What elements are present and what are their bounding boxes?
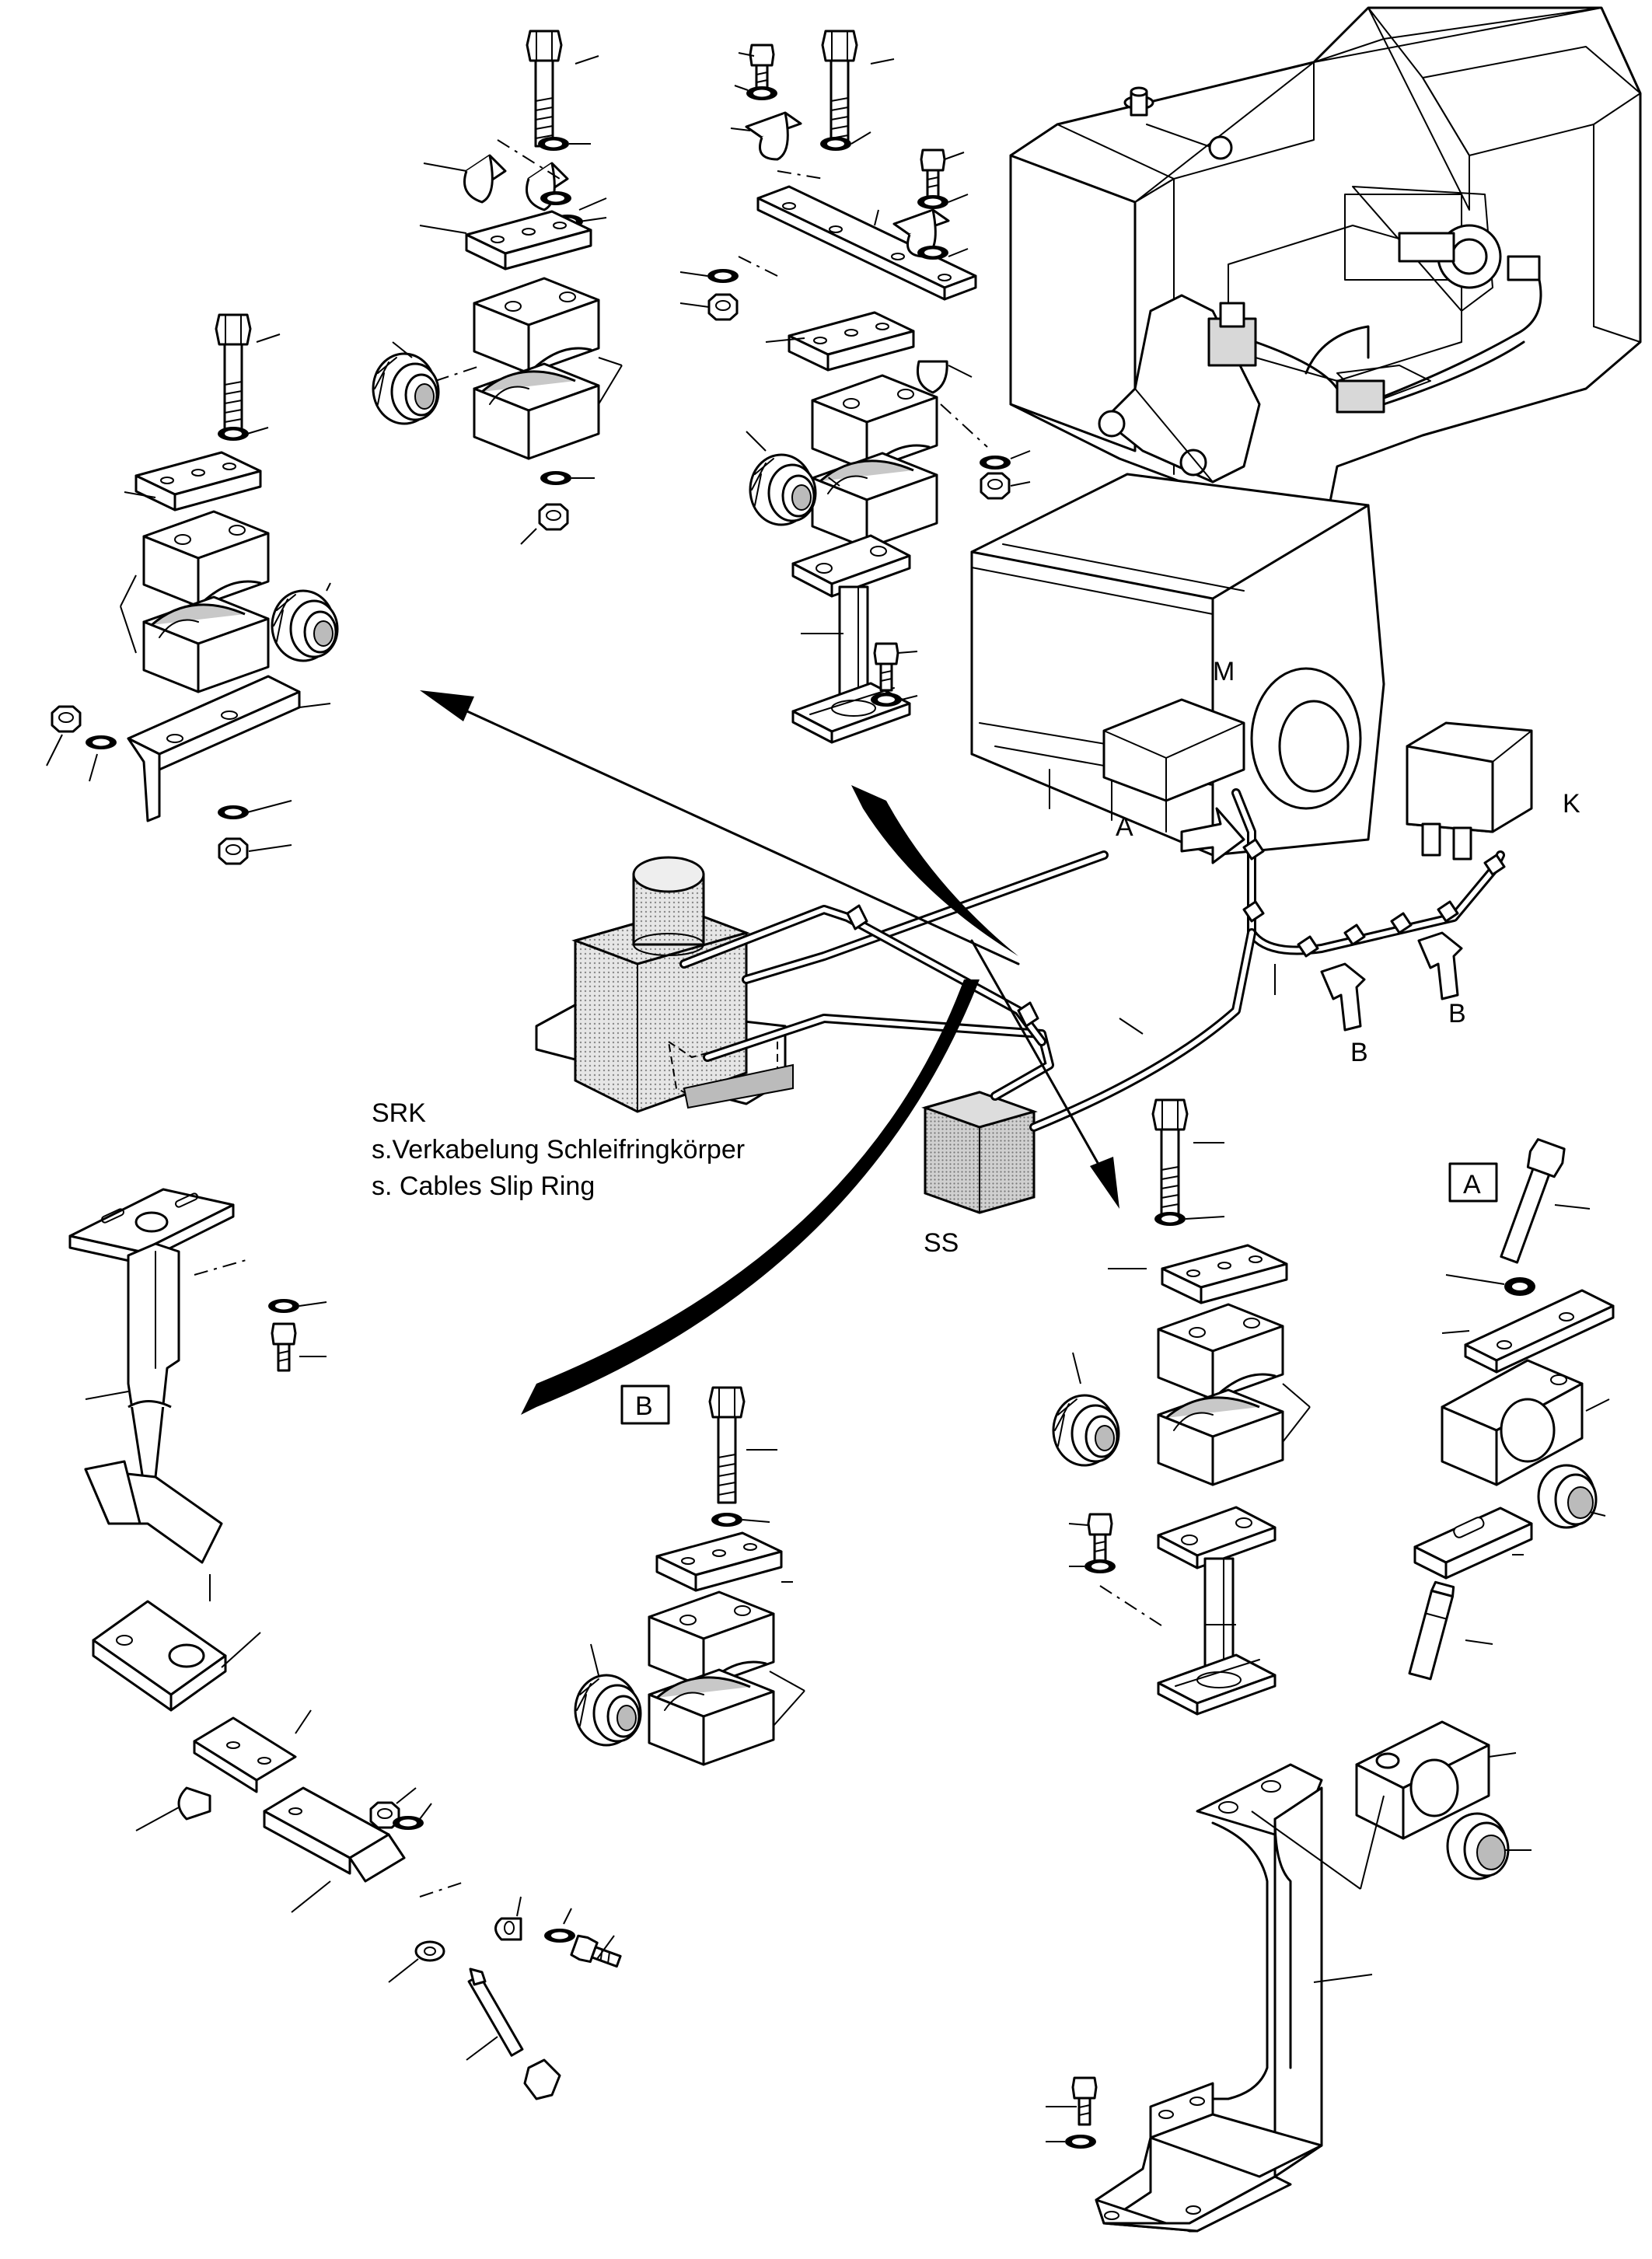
- slip-ring-body: [535, 856, 794, 1113]
- slip-switch-box: [921, 1091, 1038, 1214]
- label-slip-switch: SS: [924, 1228, 959, 1258]
- pointer-arrow-to-right-assembly: [970, 939, 1119, 1209]
- pointer-arrow-to-left-assembly: [420, 690, 1020, 965]
- srk-note-de: s.Verkabelung Schleifringkörper: [372, 1135, 745, 1164]
- clamp-assembly-bottom-left: [68, 1188, 624, 2100]
- label-motor: M: [1213, 657, 1235, 686]
- arrow-b-left: [1320, 962, 1366, 1032]
- label-arrow-a: A: [1116, 812, 1133, 842]
- slip-ring-cables: [679, 850, 1256, 1132]
- clamp-assembly-right-center: [1052, 1098, 1311, 1716]
- detail-a-tag: A: [1463, 1170, 1481, 1199]
- label-connector-box: K: [1563, 789, 1580, 819]
- arrow-b-right: [1417, 931, 1463, 1000]
- machine-upper-assembly: [1009, 6, 1642, 553]
- pointer-arrow-to-detail-b: [521, 979, 980, 1415]
- clamp-assembly-left: [46, 313, 339, 865]
- arrow-a: [1180, 807, 1245, 864]
- pointer-arrow-to-top-assembly: [851, 785, 1018, 956]
- label-arrow-b-2: B: [1448, 999, 1466, 1028]
- detail-b-tag: B: [635, 1391, 653, 1421]
- srk-note-title: SRK: [372, 1098, 426, 1128]
- detail-a-assembly: A: [1046, 1138, 1615, 2233]
- srk-note-en: s. Cables Slip Ring: [372, 1171, 595, 1201]
- connector-box: [1406, 721, 1533, 861]
- detail-b-assembly: B: [574, 1384, 805, 1766]
- motor: [970, 473, 1385, 857]
- clamp-assembly-top-center: [679, 30, 1031, 744]
- clamp-assembly-top-left: [372, 30, 623, 545]
- detail-a-bracket: [1095, 1763, 1323, 2233]
- label-arrow-b-1: B: [1350, 1038, 1368, 1067]
